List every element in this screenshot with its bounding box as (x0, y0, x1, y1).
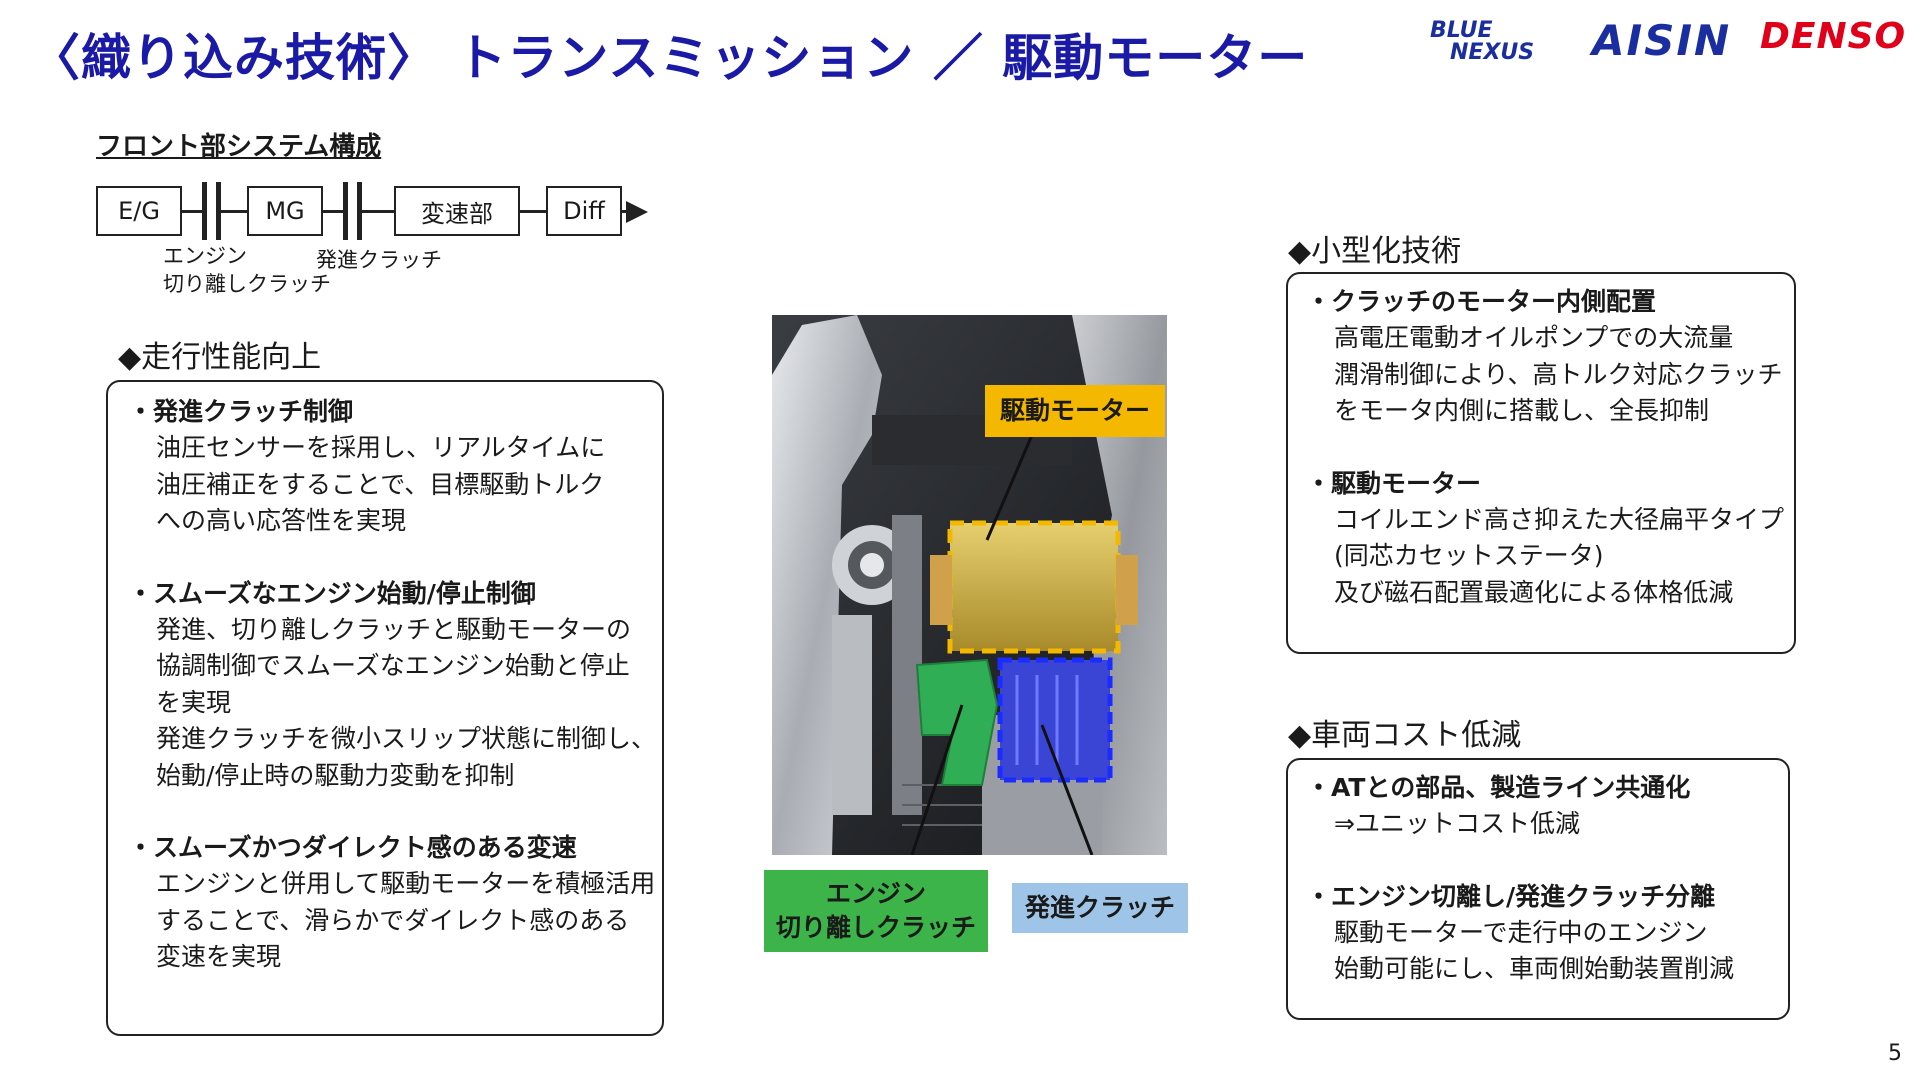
left-section-2-line: 協調制御でスムーズなエンジン始動と停止 (156, 651, 630, 680)
aisin-logo: AISIN (1592, 16, 1732, 65)
right-bottom-section-2-line: 始動可能にし、車両側始動装置削減 (1334, 954, 1735, 983)
connector-5 (520, 210, 546, 213)
clutch-2-bar-a (343, 182, 348, 240)
system-diagram-title: フロント部システム構成 (96, 132, 382, 162)
block-mg: MG (247, 186, 323, 236)
clutch-1-bar-a (202, 182, 207, 240)
connector-4 (362, 210, 394, 213)
right-top-heading: ◆小型化技術 (1288, 234, 1462, 269)
right-top-section-1-line: 高電圧電動オイルポンプでの大流量 (1334, 323, 1734, 352)
clutch-2-bar-b (357, 182, 362, 240)
right-top-section-2-line: 及び磁石配置最適化による体格低減 (1334, 577, 1734, 607)
label-tag-start-clutch: 発進クラッチ (1012, 883, 1188, 933)
left-section-3-title: ・スムーズかつダイレクト感のある変速 (128, 833, 577, 862)
left-section-3-line: 変速を実現 (156, 942, 282, 971)
system-diagram: E/G MG 変速部 Diff (96, 182, 656, 252)
left-section-3-line: することで、滑らかでダイレクト感のある (156, 905, 630, 935)
label-tag-engine-clutch-line2: 切り離しクラッチ (775, 913, 976, 942)
left-section-1-title: ・発進クラッチ制御 (128, 397, 354, 426)
label-tag-motor: 駆動モーター (985, 385, 1165, 437)
left-section-2-line: 発進クラッチを微小スリップ状態に制御し、 (156, 724, 657, 753)
left-section-2-line: 始動/停止時の駆動力変動を抑制 (156, 760, 515, 790)
connector-2 (221, 210, 247, 213)
left-panel: ・発進クラッチ制御 油圧センサーを採用し、リアルタイムに 油圧補正をすることで、… (106, 380, 664, 1036)
transmission-cutaway-image (772, 315, 1167, 855)
bluenexus-logo: BLUE NEXUS (1430, 20, 1534, 64)
left-section-3-line: エンジンと併用して駆動モーターを積極活用 (156, 869, 656, 898)
block-transmission: 変速部 (394, 186, 520, 236)
right-bottom-section-2-line: 駆動モーターで走行中のエンジン (1334, 917, 1708, 947)
right-bottom-section-2-title: ・エンジン切離し/発進クラッチ分離 (1306, 881, 1716, 911)
right-top-section-2-line: (同芯カセットステータ) (1334, 541, 1604, 570)
block-diff: Diff (546, 186, 622, 236)
bluenexus-logo-top: BLUE (1430, 18, 1493, 43)
label-tag-engine-clutch-line1: エンジン (825, 879, 926, 908)
right-bottom-section-1-line: ⇒ユニットコスト低減 (1334, 809, 1580, 838)
block-eg: E/G (96, 186, 182, 236)
page-title: 〈織り込み技術〉 トランスミッション ／ 駆動モーター (30, 29, 1309, 87)
label-engine-clutch-line2: 切り離しクラッチ (163, 272, 331, 296)
clutch-1-bar-b (216, 182, 221, 240)
label-engine-clutch-line1: エンジン (163, 244, 247, 268)
label-tag-engine-clutch: エンジン 切り離しクラッチ (764, 870, 988, 952)
right-top-section-1-line: をモータ内側に搭載し、全長抑制 (1334, 396, 1710, 425)
right-bottom-section-1-title: ・ATとの部品、製造ライン共通化 (1306, 773, 1691, 802)
label-start-clutch: 発進クラッチ (316, 248, 442, 272)
left-section-1-line: 油圧センサーを採用し、リアルタイムに (156, 433, 606, 462)
bluenexus-logo-bottom: NEXUS (1450, 40, 1535, 65)
left-section-1-line: 油圧補正をすることで、目標駆動トルク (156, 469, 605, 499)
right-top-section-2-line: コイルエンド高さ抑えた大径扁平タイプ (1334, 504, 1785, 534)
denso-logo: DENSO (1760, 16, 1907, 57)
left-section-2-line: を実現 (156, 687, 232, 717)
left-section-1-line: への高い応答性を実現 (156, 506, 407, 535)
page-number: 5 (1888, 1041, 1902, 1066)
right-top-section-1-title: ・クラッチのモーター内側配置 (1306, 287, 1657, 316)
arrow-right-icon (626, 201, 648, 223)
right-top-section-1-line: 潤滑制御により、高トルク対応クラッチ (1334, 359, 1783, 389)
label-engine-clutch: エンジン 切り離しクラッチ (163, 242, 331, 298)
right-bottom-heading: ◆車両コスト低減 (1288, 718, 1522, 753)
connector-1 (182, 210, 202, 213)
connector-3 (323, 210, 343, 213)
left-section-2-line: 発進、切り離しクラッチと駆動モーターの (156, 614, 632, 644)
left-heading: ◆走行性能向上 (118, 340, 322, 375)
right-top-panel: ・クラッチのモーター内側配置 高電圧電動オイルポンプでの大流量 潤滑制御により、… (1286, 272, 1796, 654)
right-top-section-2-title: ・駆動モーター (1306, 468, 1482, 498)
right-bottom-panel: ・ATとの部品、製造ライン共通化 ⇒ユニットコスト低減 ・エンジン切離し/発進ク… (1286, 758, 1790, 1020)
left-section-2-title: ・スムーズなエンジン始動/停止制御 (128, 578, 536, 608)
